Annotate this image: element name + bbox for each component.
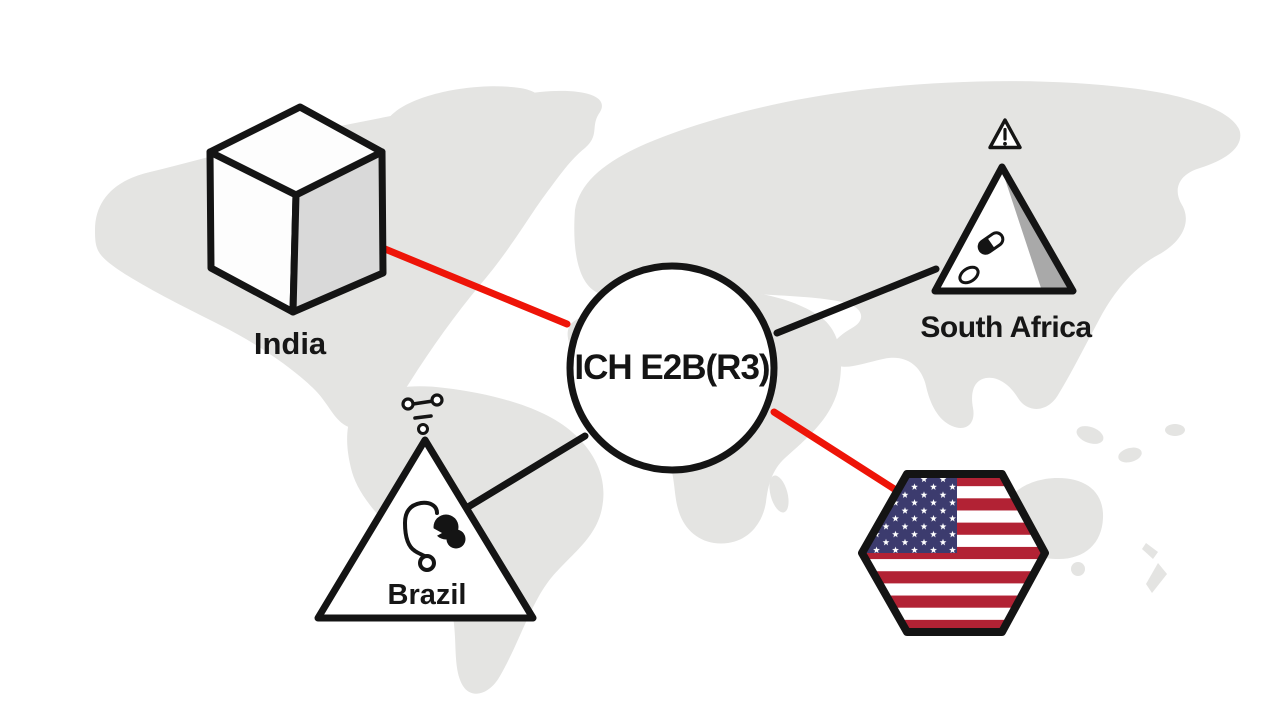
map-greenland — [388, 86, 540, 128]
connector-india-center — [381, 245, 571, 328]
network-nodes-icon — [401, 393, 444, 435]
connector-south-africa-center — [773, 265, 940, 337]
map-eurasia — [574, 81, 1241, 428]
connector-brazil-center — [464, 432, 589, 511]
node-united-states — [858, 470, 1049, 636]
pyramid-icon — [931, 163, 1077, 295]
node-india — [206, 103, 387, 316]
node-south-africa — [931, 118, 1077, 295]
capsule-icon — [977, 231, 1005, 255]
node-brazil-label: Brazil — [387, 579, 467, 611]
warning-icon — [988, 118, 1022, 150]
node-brazil — [314, 393, 537, 622]
node-india-label: India — [253, 326, 327, 361]
connectors — [381, 245, 940, 511]
cube-icon — [206, 103, 387, 316]
center-node-label: ICH E2B(R3) — [574, 347, 770, 387]
map-new-zealand — [1142, 543, 1158, 559]
map-new-zealand — [1146, 563, 1167, 593]
pill-icon — [958, 265, 980, 285]
cube-right-face — [289, 148, 387, 316]
triangle-icon — [314, 436, 537, 622]
center-node-circle — [566, 262, 778, 474]
hexagon-border — [858, 470, 1049, 636]
connector-usa-center — [770, 408, 903, 496]
map-island — [1076, 426, 1104, 444]
stethoscope-icon — [402, 500, 466, 572]
us-flag-icon — [862, 474, 1045, 632]
node-south-africa-label: South Africa — [920, 311, 1092, 344]
map-island — [1165, 424, 1185, 436]
map-island — [1118, 447, 1142, 463]
map-madagascar — [769, 475, 789, 513]
map-tasmania — [1071, 562, 1085, 576]
